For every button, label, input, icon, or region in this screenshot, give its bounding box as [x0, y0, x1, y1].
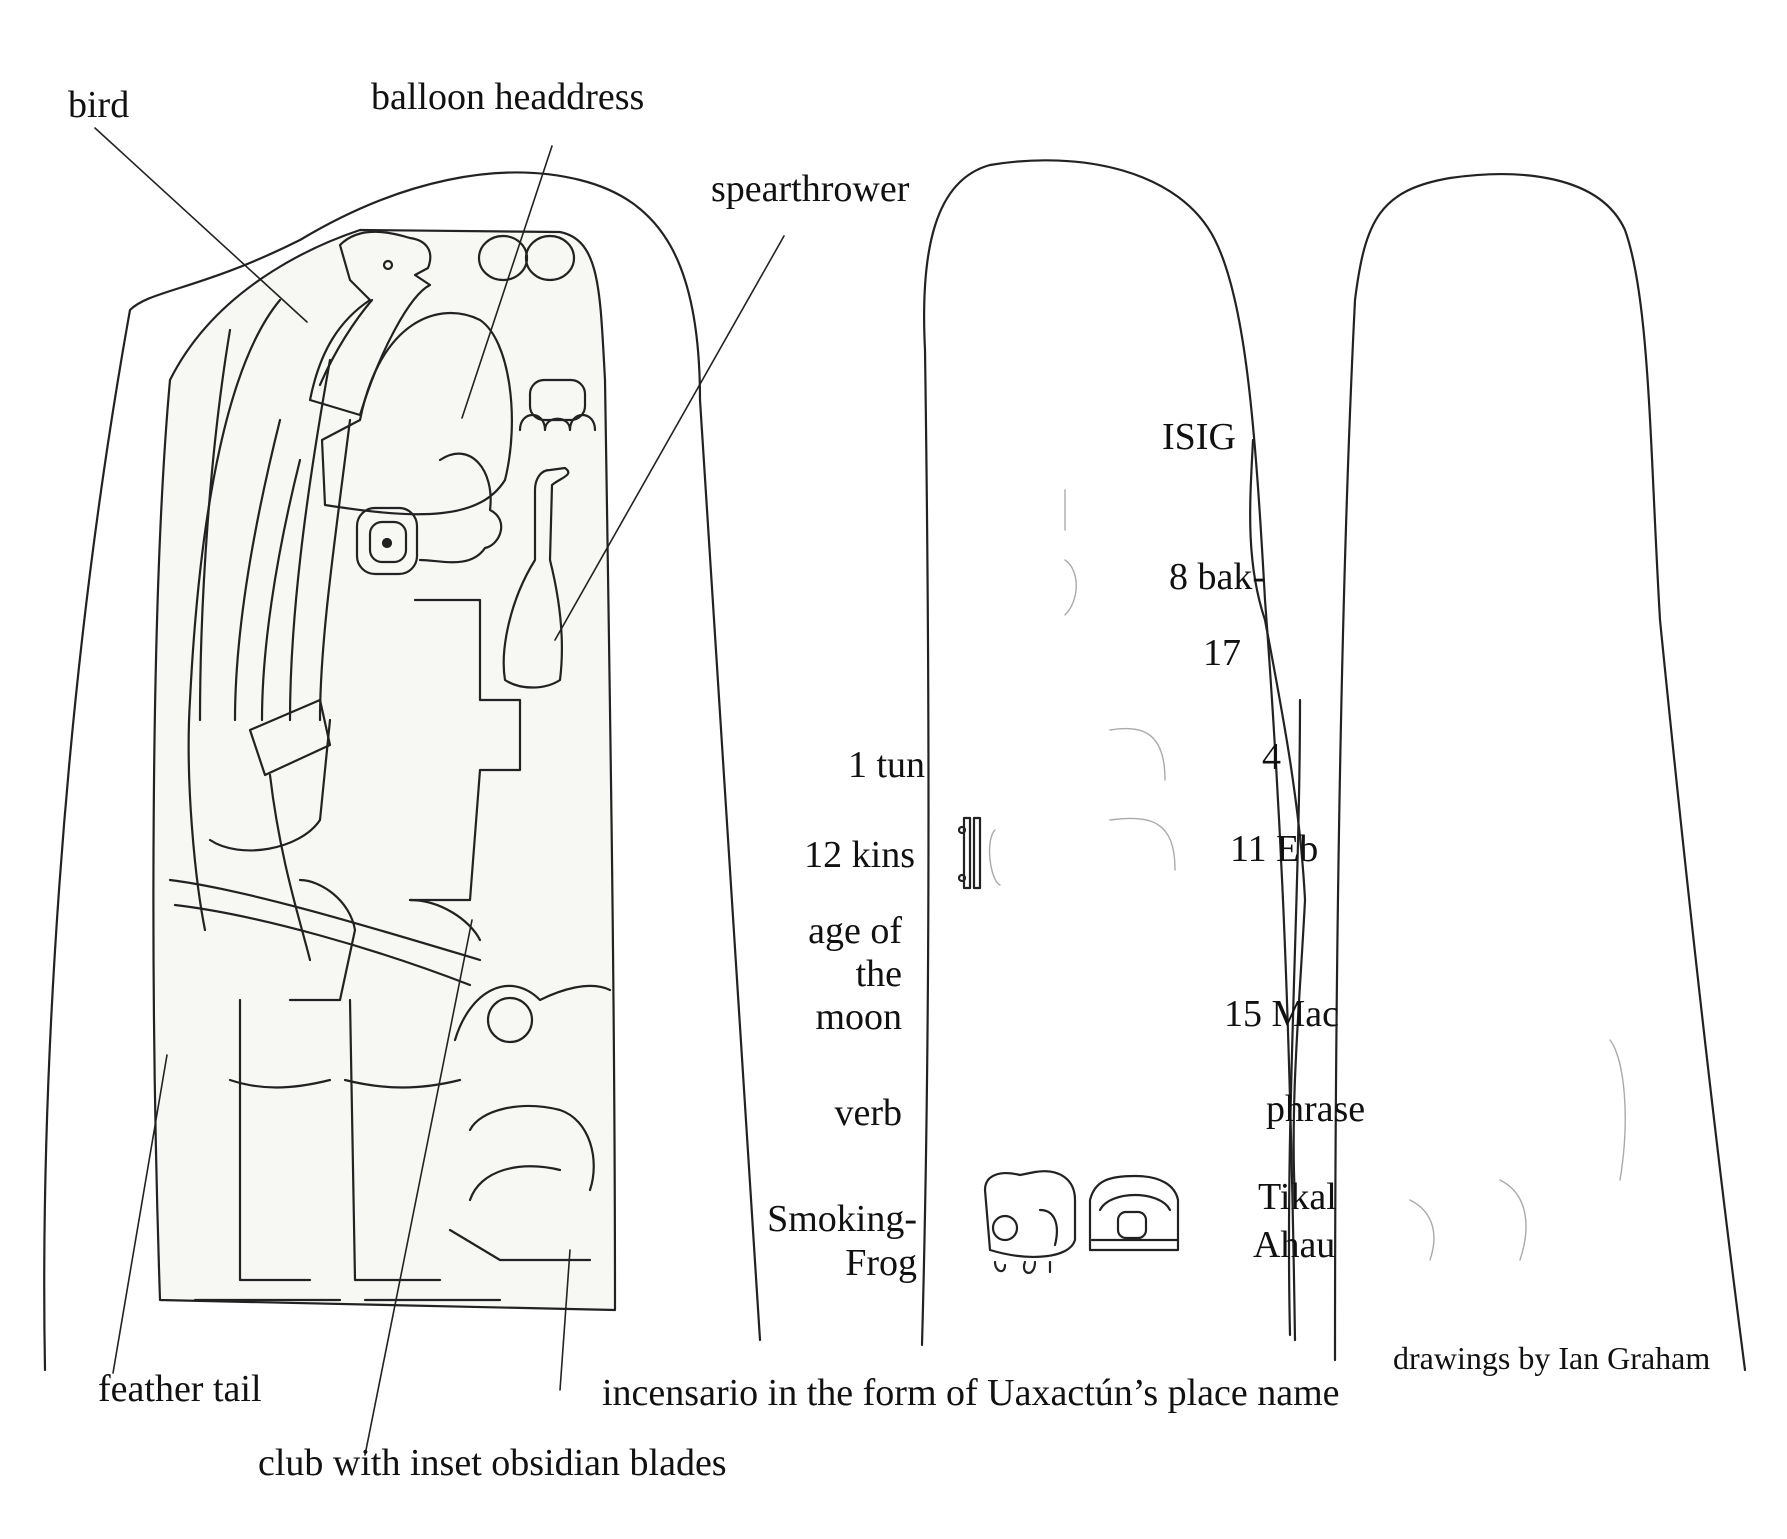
label-incensario: incensario in the form of Uaxactún’s pla… [602, 1372, 1340, 1414]
tikal-ahau-glyph-icon [1088, 1174, 1180, 1252]
label-phrase: phrase [1266, 1088, 1366, 1130]
label-ahau: Ahau [1253, 1224, 1336, 1266]
stela-back-inner-line [1287, 698, 1302, 1337]
leader-lines [94, 127, 785, 1456]
spearthrower-icon [502, 466, 570, 689]
label-tikal: Tikal [1258, 1176, 1337, 1218]
label-isig: ISIG [1162, 416, 1236, 458]
label-15-mac: 15 Mac [1224, 993, 1340, 1035]
numeral-bar-icon [957, 816, 982, 890]
faint-glyph-traces [988, 489, 1626, 1261]
label-1-tun: 1 tun [847, 744, 925, 786]
label-bird: bird [68, 84, 130, 126]
calendar-glyph-icon [477, 234, 597, 432]
label-8-bak: 8 bak- [1169, 556, 1266, 598]
label-club: club with inset obsidian blades [258, 1442, 727, 1484]
credit-text: drawings by Ian Graham [1393, 1340, 1711, 1376]
label-moon: moon [815, 996, 902, 1038]
stela-side-inner-line [1249, 438, 1307, 1202]
label-frog: Frog [845, 1242, 917, 1284]
incensario-glyph-icon [448, 984, 612, 1262]
bird-icon [308, 230, 432, 417]
label-feather-tail: feather tail [98, 1368, 262, 1410]
stela-side-outline [920, 159, 1297, 1347]
label-verb: verb [834, 1092, 902, 1134]
label-17: 17 [1203, 632, 1241, 674]
carved-panel [152, 228, 617, 1312]
label-balloon-headdress: balloon headdress [371, 76, 645, 118]
label-12-kins: 12 kins [804, 834, 915, 876]
label-age-of: age of [808, 910, 902, 952]
label-spearthrower: spearthrower [711, 168, 910, 210]
feather-tail-icon [187, 298, 352, 932]
label-the: the [855, 953, 902, 995]
label-11-eb: 11 Eb [1230, 828, 1319, 870]
label-smoking: Smoking- [767, 1198, 917, 1240]
stela-front-outline [43, 171, 762, 1372]
stela-back-outline [1333, 173, 1747, 1372]
label-4: 4 [1262, 736, 1281, 778]
smoking-frog-glyph-icon [983, 1170, 1077, 1274]
figure-head-icon [355, 452, 503, 576]
balloon-headdress-icon [320, 312, 513, 516]
figure-body-icon [168, 598, 522, 1302]
